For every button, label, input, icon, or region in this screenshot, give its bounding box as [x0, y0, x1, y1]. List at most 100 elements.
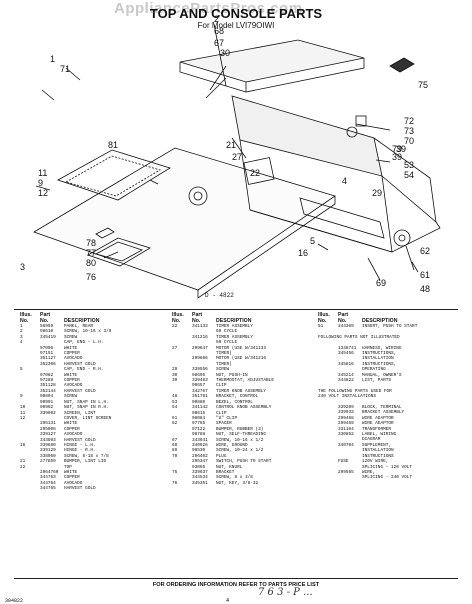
illus-no: 11	[20, 410, 26, 416]
table-row: 98788 NUT, SELF-THREADING	[172, 432, 290, 437]
table-row: INSTRUCTIONS	[318, 454, 436, 459]
part-no: 97082	[40, 372, 54, 378]
part-no: 98530	[192, 448, 206, 454]
part-no: 277859	[40, 459, 56, 465]
callout-number: 22	[250, 168, 260, 178]
page-subtitle: For Model LVI79OIWI	[197, 21, 275, 30]
table-header: Illus. No. Part No. DESCRIPTION	[172, 312, 290, 324]
part-description: SPLICING - 120 VOLT	[362, 464, 413, 470]
table-header: Illus. No. Part No. DESCRIPTION	[20, 312, 138, 324]
illus-no: 1	[20, 324, 23, 329]
part-description: COPPER	[64, 378, 80, 384]
callout-number: 3	[20, 262, 25, 272]
part-description: SCREW	[216, 367, 230, 373]
part-description: NUT, SELF-THREADING	[216, 432, 267, 438]
part-no: 340704	[338, 442, 354, 448]
callout-number: 80	[86, 258, 96, 268]
part-description: SCREW	[64, 334, 78, 340]
illus-no: 29	[172, 367, 178, 373]
callout-number: 12	[38, 188, 48, 198]
part-no: 299565	[338, 469, 354, 475]
thermostat	[346, 126, 358, 138]
part-no: 340926	[192, 442, 208, 448]
callout-number: 53	[404, 160, 414, 170]
part-description: INSTRUCTIONS,	[362, 361, 397, 367]
part-description: HARNESS, WIRING	[362, 345, 402, 351]
exploded-parts-diagram: 1712686730752172737079811191239535427224…	[20, 14, 441, 299]
illus-no: 62	[172, 421, 178, 427]
part-no: 339127	[40, 432, 56, 438]
callout-number: 9	[38, 178, 43, 188]
table-row: 352144 HARVEST GOLD	[20, 389, 138, 394]
part-no: 1348741	[338, 345, 357, 351]
part-no: 344765	[40, 486, 56, 492]
handwritten-note: 7 6 3 - P ...	[258, 587, 313, 598]
part-no: 352144	[40, 388, 56, 394]
part-no: 331104	[338, 426, 354, 432]
part-description: NUT, SNAP IN L.H.	[64, 399, 109, 405]
illus-no: 27	[172, 345, 178, 351]
callout-number: 75	[418, 80, 428, 90]
table-row: SPLICING - 240 VOLT	[318, 475, 436, 480]
callout-number: 73	[404, 126, 414, 136]
part-no: 98610	[40, 329, 54, 335]
push-to-start-switch	[355, 115, 367, 127]
part-no: 299469	[338, 421, 354, 427]
part-description: NUT, SNAP IN R.H.	[64, 405, 109, 411]
page-title: TOP AND CONSOLE PARTS	[149, 6, 323, 21]
ordering-note: FOR ORDERING INFORMATION REFER TO PARTS …	[152, 582, 320, 588]
part-no: 90992	[40, 405, 54, 411]
part-description: SPLICING - 240 VOLT	[362, 475, 413, 481]
callout-number: 48	[420, 284, 430, 294]
part-description: WIRE,	[362, 469, 376, 475]
part-no: 345351	[192, 480, 208, 486]
part-description: 120V WIRE,	[362, 459, 389, 465]
part-no: 295131	[40, 421, 56, 427]
part-no: 98788	[192, 432, 206, 438]
part-no: 343893	[40, 437, 56, 443]
callout-number: 67	[214, 38, 224, 48]
part-description: WHITE	[64, 372, 78, 378]
part-description: WIRE ADAPTOR	[362, 421, 394, 427]
part-description: CAP, END - L.H.	[64, 340, 104, 346]
callout-number: 79	[392, 144, 402, 154]
part-description: BUMPER, LINT LID	[64, 459, 107, 465]
illus-no: 2	[20, 329, 23, 335]
part-no: 299468	[338, 415, 354, 421]
part-no: 345816	[338, 361, 354, 367]
part-description: AVOCADO	[64, 480, 83, 486]
callout-number: 1	[50, 54, 55, 64]
callout-number: 4	[342, 176, 347, 186]
part-description: AVOCADO	[64, 432, 83, 438]
part-description: CLIP	[216, 410, 227, 416]
part-description: MOTOR (USE W/341216	[216, 356, 267, 362]
part-description: SUPPLEMENT,	[362, 442, 391, 448]
part-no: 98084	[192, 415, 206, 421]
page-number: 4	[226, 598, 230, 604]
header-part: Part No.	[338, 312, 349, 324]
part-description: COPPER	[64, 351, 80, 357]
part-description: TIMER)	[216, 361, 232, 367]
callout-number: 69	[376, 278, 386, 288]
callout-number: 81	[108, 140, 118, 150]
part-description: HARVEST GOLD	[64, 388, 96, 394]
callout-number: 16	[298, 248, 308, 258]
part-no: 345419	[40, 334, 56, 340]
part-description: INSTRUCTIONS	[362, 453, 394, 459]
part-description: HARVEST GOLD	[64, 486, 96, 492]
illus-no: 67	[172, 437, 178, 443]
part-description: MOTOR (USE W/341133	[216, 345, 267, 351]
part-description: NUT, KNURL	[216, 464, 243, 470]
